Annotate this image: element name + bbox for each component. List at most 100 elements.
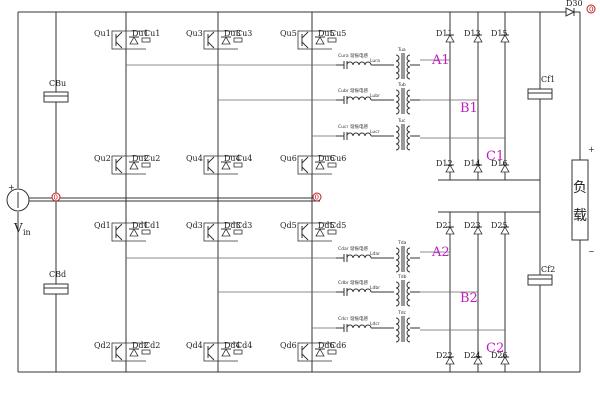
- cap-label: Cd2: [144, 341, 160, 350]
- diode-d15: D15: [491, 29, 510, 43]
- diode-d24: D24: [464, 351, 483, 365]
- cap-label: Cu3: [236, 29, 252, 38]
- tank-inductor-label: Lura: [370, 58, 380, 64]
- diode-label: D22: [436, 351, 453, 360]
- node-b1: B1: [460, 101, 478, 116]
- cap-label: Cd5: [330, 221, 346, 230]
- switch-label: Qu2: [94, 154, 111, 163]
- tank-inductor-label: Ldbr: [370, 285, 380, 291]
- tank-cap-label: Cdar: [338, 246, 349, 252]
- midpoint-marker-right: 0: [315, 194, 319, 202]
- load: + − 负 载: [571, 12, 595, 372]
- cap-label: Cu5: [330, 29, 346, 38]
- cap-label: Cu6: [330, 154, 346, 163]
- midpoint-markers: 0 0: [51, 192, 322, 202]
- tank-cap-label: Cdcr: [338, 316, 348, 322]
- transformer-label: Tdc: [397, 310, 407, 316]
- diode-label: Du2: [132, 154, 149, 163]
- transformer-label: Tub: [397, 82, 406, 88]
- tank-cap-label: Cucr: [338, 124, 348, 130]
- switch-label: Qd4: [186, 341, 203, 350]
- diode-label: Dd6: [318, 341, 335, 350]
- diode-label: D23: [464, 221, 481, 230]
- diode-label: Dd3: [224, 221, 241, 230]
- diode-label: Dd1: [132, 221, 149, 230]
- source-plus: +: [8, 183, 15, 192]
- cf1-label: Cf1: [541, 75, 555, 84]
- node-c2: C2: [486, 341, 504, 356]
- diode-label: D26: [491, 351, 508, 360]
- switch-label: Qu4: [186, 154, 203, 163]
- switch-label: Qd1: [94, 221, 111, 230]
- output-marker: 0: [589, 6, 593, 14]
- filter-capacitor-2: Cf2: [527, 265, 555, 286]
- transformer-label: Tdb: [397, 274, 407, 280]
- tank-inductor-label: Lucr: [370, 129, 380, 135]
- switch-label: Qd6: [280, 341, 297, 350]
- cap-label: Cd4: [236, 341, 252, 350]
- diode-d22: D22: [436, 351, 455, 365]
- diode-label: D16: [491, 159, 508, 168]
- transformer-label: Tuc: [397, 118, 406, 124]
- diode-label: Du6: [318, 154, 335, 163]
- tank-inductor-label: Ldar: [370, 251, 380, 257]
- cap-label: Cd1: [144, 221, 160, 230]
- cf2-label: Cf2: [541, 265, 555, 274]
- switch-label: Qu5: [280, 29, 297, 38]
- load-label-1: 负: [573, 180, 587, 196]
- diode-label: D21: [436, 221, 453, 230]
- switch-label: Qd2: [94, 341, 111, 350]
- source-label: V: [13, 221, 23, 235]
- diode-label: Dd5: [318, 221, 335, 230]
- tank-note: 谐振电感: [350, 279, 368, 286]
- diode-label: D25: [491, 221, 508, 230]
- diode-d12: D12: [436, 159, 455, 173]
- load-plus: +: [588, 145, 595, 154]
- diode-label: Du5: [318, 29, 335, 38]
- diode-d16: D16: [491, 159, 510, 173]
- tank-inductor-label: Ldcr: [370, 321, 380, 327]
- cap-label: Cu4: [236, 154, 252, 163]
- tank-cap-label: Cubr: [338, 88, 349, 94]
- diode-d13: D13: [464, 29, 483, 43]
- switch-label: Qd3: [186, 221, 203, 230]
- tank-note: 谐振电感: [350, 123, 368, 130]
- load-label-2: 载: [573, 208, 587, 224]
- node-a1: A1: [431, 53, 450, 68]
- filter-capacitor-1: Cf1: [527, 75, 555, 100]
- diode-label: D13: [464, 29, 481, 38]
- load-minus: −: [588, 247, 595, 256]
- switch-label: Qu6: [280, 154, 297, 163]
- switch-label: Qu1: [94, 29, 111, 38]
- bus-wiring: [17, 11, 580, 373]
- tank-note: 谐振电感: [350, 52, 368, 59]
- cap-label: Cd3: [236, 221, 252, 230]
- diode-label: D12: [436, 159, 453, 168]
- diode-label: Du4: [224, 154, 241, 163]
- diode-d21: D21: [436, 221, 455, 235]
- cap-label: Cu1: [144, 29, 160, 38]
- diode-label: Dd2: [132, 341, 149, 350]
- diode-d11: D11: [436, 29, 455, 43]
- diode-d25: D25: [491, 221, 510, 235]
- tank-note: 谐振电感: [350, 87, 368, 94]
- cbd-label: CBd: [49, 270, 66, 279]
- diode-label: Du3: [224, 29, 241, 38]
- diode-label: D11: [436, 29, 453, 38]
- node-c1: C1: [486, 149, 504, 164]
- tank-note: 谐振电感: [350, 315, 368, 322]
